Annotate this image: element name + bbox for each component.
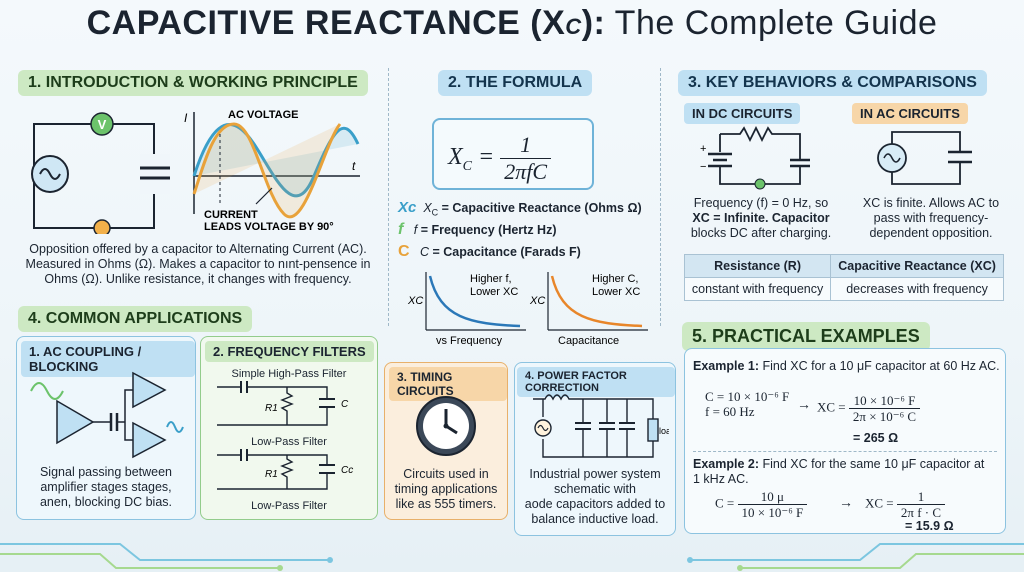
- voltmeter-icon: [90, 112, 114, 136]
- f-icon: f: [398, 221, 404, 238]
- ac-coupling-panel: 1. AC COUPLING / BLOCKING Signal passing…: [16, 336, 196, 520]
- clock-icon: [416, 396, 476, 456]
- svg-text:I: I: [184, 111, 188, 125]
- low-pass-label: Low-Pass Filter: [251, 436, 327, 448]
- pfc-schematic: load: [533, 394, 669, 458]
- svg-text:R1: R1: [265, 469, 278, 480]
- example-1-question: Example 1: Find XC for a 10 μF capacitor…: [693, 359, 1000, 373]
- svg-text:V: V: [98, 117, 107, 132]
- rc-circuit-diagram: V: [31, 112, 170, 234]
- def-xc: Xc XC = Capacitive Reactance (Ohms Ω): [398, 199, 642, 218]
- power-factor-panel: 4. POWER FACTOR CORRECTION load Industri…: [514, 362, 676, 536]
- svg-text:Higher f,: Higher f,: [470, 273, 512, 285]
- formula-definitions: Xc XC = Capacitive Reactance (Ohms Ω) f …: [398, 200, 658, 266]
- circuit-trace-decoration: [0, 543, 1024, 571]
- arrow-icon: →: [839, 494, 853, 510]
- pfc-header: 4. POWER FACTOR CORRECTION: [517, 367, 675, 397]
- svg-text:−: −: [700, 161, 706, 173]
- voltage-wave: [192, 122, 360, 198]
- load-icon: [647, 418, 659, 442]
- page-title: CAPACITIVE REACTANCE (XC): The Complete …: [86, 4, 938, 42]
- example-1-result: = 265 Ω: [853, 431, 899, 445]
- svg-text:CURRENT: CURRENT: [204, 209, 258, 221]
- ac-circuits-header: IN AC CIRCUITS: [852, 103, 968, 124]
- section-1-description: Opposition offered by a capacitor to Alt…: [25, 242, 371, 286]
- svg-text:R1: R1: [265, 403, 278, 414]
- frequency-filters-panel: 2. FREQUENCY FILTERS Simple High-Pass Fi…: [200, 336, 378, 520]
- svg-text:load: load: [659, 426, 669, 436]
- low-pass-filter-diagram: R1 Cc: [217, 449, 353, 490]
- amplifier-icon: [56, 399, 95, 445]
- dc-circuits-header: IN DC CIRCUITS: [684, 103, 801, 124]
- low-pass-label-2: Low-Pass Filter: [251, 500, 327, 512]
- c-icon: C: [398, 243, 410, 260]
- xc-vs-frequency-graph: XC Higher f, Lower XC vs Frequency: [407, 272, 526, 346]
- svg-text:C: C: [341, 399, 349, 410]
- high-pass-filter-diagram: R1 C: [217, 381, 349, 426]
- svg-text:AC VOLTAGE: AC VOLTAGE: [228, 109, 298, 121]
- svg-text:+: +: [700, 143, 706, 155]
- section-4-header: 4. COMMON APPLICATIONS: [18, 306, 253, 332]
- def-c: C C = Capacitance (Farads F): [398, 243, 581, 260]
- ac-circuit-diagram: [877, 131, 972, 185]
- example-2-question: Example 2: Find XC for the same 10 μF ca…: [693, 457, 985, 486]
- xc-vs-capacitance-graph: XC Higher C, Lower XC Capacitance: [529, 272, 648, 346]
- phase-graph: I t AC VOLTAGE CURRENT LEADS VOLTAGE BY …: [184, 109, 360, 233]
- svg-text:t: t: [352, 159, 356, 173]
- ac-coupling-header: 1. AC COUPLING / BLOCKING: [21, 341, 195, 377]
- dc-circuit-diagram: + −: [700, 126, 810, 190]
- xc-icon: Xc: [398, 199, 417, 216]
- comparison-table: Resistance (R)Capacitive Reactance (XC) …: [683, 254, 1004, 301]
- node-icon: [93, 219, 111, 234]
- svg-text:XC: XC: [407, 295, 423, 307]
- current-wave: [192, 122, 342, 219]
- svg-text:Cc: Cc: [341, 465, 353, 476]
- example-1-given: C = 10 × 10⁻⁶ F f = 60 Hz: [705, 389, 790, 419]
- amplifier-coupling-diagram: [30, 371, 184, 459]
- def-f: f f = Frequency (Hertz Hz): [398, 221, 557, 238]
- high-pass-label: Simple High-Pass Filter: [231, 368, 347, 380]
- svg-text:Capacitance: Capacitance: [558, 335, 619, 346]
- svg-text:vs Frequency: vs Frequency: [436, 335, 503, 346]
- svg-text:LEADS VOLTAGE BY 90°: LEADS VOLTAGE BY 90°: [204, 221, 334, 233]
- filters-header: 2. FREQUENCY FILTERS: [205, 341, 374, 362]
- example-2-result: = 15.9 Ω: [905, 519, 954, 533]
- svg-text:Higher C,: Higher C,: [592, 273, 638, 285]
- svg-text:Lower XC: Lower XC: [470, 286, 518, 298]
- section-1-header: 1. INTRODUCTION & WORKING PRINCIPLE: [18, 70, 368, 96]
- section-5-header: 5. PRACTICAL EXAMPLES: [682, 322, 930, 351]
- divider: [660, 68, 661, 326]
- section-2-header: 2. THE FORMULA: [438, 70, 593, 96]
- timing-header: 3. TIMING CIRCUITS: [389, 367, 507, 401]
- arrow-icon: →: [797, 396, 811, 412]
- section-3-header: 3. KEY BEHAVIORS & COMPARISONS: [678, 70, 987, 96]
- svg-text:Lower XC: Lower XC: [592, 286, 640, 298]
- examples-panel: Example 1: Find XC for a 10 μF capacitor…: [684, 348, 1006, 534]
- svg-text:XC: XC: [529, 295, 545, 307]
- divider: [388, 68, 389, 326]
